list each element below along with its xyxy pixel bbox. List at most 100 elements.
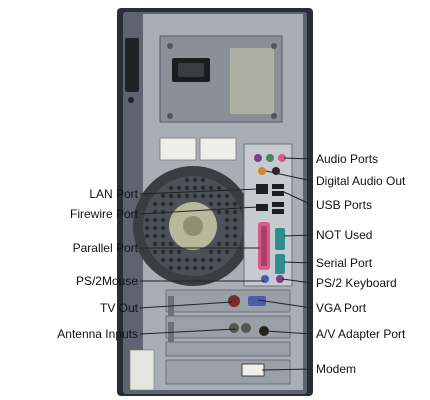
grille-hole (168, 265, 174, 271)
label-serial-port: Serial Port (316, 256, 373, 270)
ps2-keyboard-socket (276, 275, 284, 283)
grille-hole (208, 185, 214, 191)
grille-hole (216, 241, 222, 247)
label-not-used: NOT Used (316, 228, 373, 242)
grille-hole (216, 201, 222, 207)
label-vga-port: VGA Port (316, 301, 367, 315)
label-antenna-inputs: Antenna Inputs (57, 327, 138, 341)
grille-hole (224, 209, 230, 215)
expansion-slots (129, 289, 291, 391)
grille-hole (168, 249, 174, 255)
audio-jack-3 (278, 154, 286, 162)
label-audio-ports: Audio Ports (316, 152, 379, 166)
sticker-left (159, 137, 197, 161)
grille-hole (232, 225, 238, 231)
grille-hole (216, 209, 222, 215)
grille-hole (224, 233, 230, 239)
leader-line-serial-port (283, 261, 313, 264)
leader-line-not-used (283, 234, 313, 237)
grille-hole (224, 217, 230, 223)
antenna-socket-1 (229, 323, 239, 333)
leader-line-antenna-inputs (139, 328, 237, 335)
grille-hole (144, 217, 150, 223)
grille-hole (160, 217, 166, 223)
grille-hole (200, 185, 206, 191)
lan-socket (256, 184, 268, 194)
grille-hole (144, 225, 150, 231)
leader-line-modem (261, 368, 313, 371)
leader-line-digital-audio-out (265, 170, 313, 182)
grille-hole (152, 249, 158, 255)
ps2-mouse-socket (261, 275, 269, 283)
grille-hole (192, 257, 198, 263)
grille-hole (208, 193, 214, 199)
grille-hole (216, 257, 222, 263)
usb-socket-1 (272, 184, 284, 189)
label-ps2-keyboard: PS/2 Keyboard (316, 276, 397, 290)
firewire-socket (256, 204, 268, 211)
bottom-sticker (129, 349, 155, 391)
grille-hole (160, 193, 166, 199)
leader-lines (139, 157, 313, 371)
grille-hole (224, 249, 230, 255)
grille-hole (208, 265, 214, 271)
grille-hole (224, 225, 230, 231)
grille-hole (184, 265, 190, 271)
grille-hole (192, 265, 198, 271)
grille-hole (192, 177, 198, 183)
label-lan-port: LAN Port (89, 187, 138, 201)
grille-hole (176, 193, 182, 199)
leader-line-vga-port (257, 299, 313, 309)
not-used-socket (275, 228, 285, 250)
vga-socket (248, 296, 266, 306)
slot-4 (165, 359, 291, 385)
grille-hole (224, 201, 230, 207)
leader-line-tv-out (139, 301, 233, 309)
grille-hole (160, 233, 166, 239)
grille-hole (200, 177, 206, 183)
usb-socket-2 (272, 191, 284, 196)
modem-socket (241, 363, 265, 377)
grille-hole (184, 193, 190, 199)
grille-hole (208, 249, 214, 255)
grille-hole (176, 257, 182, 263)
digital-audio-jack (258, 167, 266, 175)
label-parallel-port: Parallel Port (72, 241, 138, 255)
grille-hole (168, 185, 174, 191)
label-ps2-mouse: PS/2Mouse (75, 274, 138, 288)
grille-hole (160, 249, 166, 255)
label-tv-out: TV Out (99, 301, 138, 315)
grille-hole (184, 185, 190, 191)
grille-hole (224, 193, 230, 199)
grille-hole (168, 257, 174, 263)
grille-hole (168, 201, 174, 207)
grille-hole (208, 257, 214, 263)
label-av-adapter-port: A/V Adapter Port (316, 327, 406, 341)
grille-hole (232, 233, 238, 239)
grille-hole (176, 185, 182, 191)
tv-out-socket (228, 295, 240, 307)
av-adapter-socket (259, 326, 269, 336)
grille-hole (168, 241, 174, 247)
grille-hole (152, 241, 158, 247)
grille-hole (232, 201, 238, 207)
audio-jack-2 (266, 154, 274, 162)
leader-line-usb-ports (283, 191, 313, 206)
grille-hole (216, 193, 222, 199)
grille-hole (160, 257, 166, 263)
label-modem: Modem (316, 362, 357, 376)
audio-jack-1 (254, 154, 262, 162)
grille-hole (184, 257, 190, 263)
grille-hole (184, 177, 190, 183)
grille-hole (232, 217, 238, 223)
grille-hole (192, 185, 198, 191)
fan-grille (133, 166, 253, 286)
grille-hole (232, 241, 238, 247)
grille-hole (200, 265, 206, 271)
usb-socket-4 (272, 209, 284, 214)
antenna-socket-2 (241, 323, 251, 333)
usb-socket-3 (272, 202, 284, 207)
io-panel (243, 143, 293, 287)
